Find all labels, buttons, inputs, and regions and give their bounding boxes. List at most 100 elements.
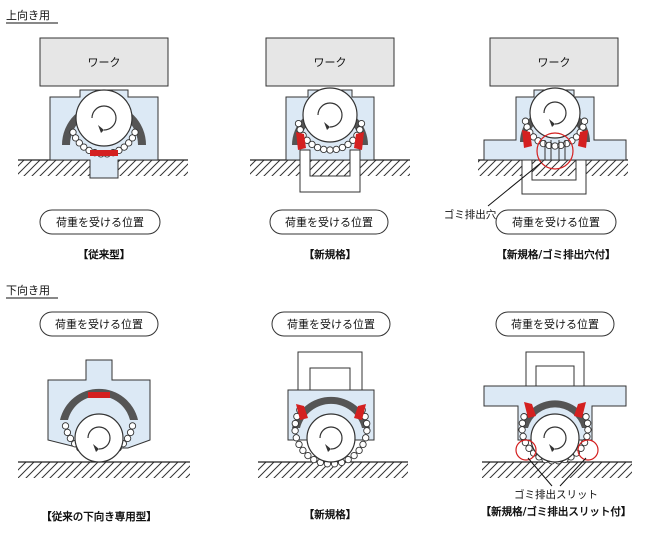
- small-ball: [126, 428, 135, 437]
- main-ball: [302, 87, 358, 143]
- diagram-bottom-left: 荷重を受ける位置 【従来の下向き専用型】: [18, 311, 190, 523]
- small-ball: [583, 419, 592, 427]
- ground-hatch: [258, 462, 408, 478]
- ground-hatch: [18, 462, 190, 478]
- small-ball: [520, 413, 528, 421]
- small-ball: [521, 438, 530, 447]
- small-ball: [580, 117, 589, 125]
- housing: [47, 359, 151, 449]
- diagram-top-right: ワーク ゴミ排出穴 荷重を受ける位置 【新規格/ゴミ排出穴付】: [444, 37, 628, 261]
- small-ball: [363, 427, 371, 435]
- retainer-ring: [520, 400, 590, 428]
- small-ball: [518, 426, 526, 434]
- small-ball: [128, 422, 137, 430]
- small-ball: [518, 419, 527, 427]
- dust-slit-highlight: [577, 439, 599, 461]
- load-position-label-box: [271, 311, 391, 337]
- load-position-label: 荷重を受ける位置: [55, 317, 143, 331]
- load-point-marker: [354, 404, 366, 420]
- retainer-ring: [60, 388, 138, 420]
- small-ball: [310, 455, 318, 464]
- small-ball: [320, 145, 328, 154]
- load-point-marker: [354, 132, 364, 150]
- load-point-marker: [90, 150, 118, 156]
- small-ball: [338, 143, 347, 152]
- small-ball: [584, 426, 592, 434]
- work-box: [39, 37, 169, 87]
- small-ball: [120, 143, 128, 151]
- small-ball: [356, 126, 364, 134]
- section-title-upward: 上向き用: [6, 8, 50, 22]
- main-ball: [529, 87, 581, 139]
- load-position-label-box: [39, 209, 161, 235]
- small-ball: [551, 142, 559, 150]
- leader-line: [559, 457, 587, 487]
- small-ball: [362, 434, 370, 442]
- load-position-label: 荷重を受ける位置: [56, 215, 144, 229]
- load-position-label: 荷重を受ける位置: [512, 215, 600, 229]
- load-position-label-box: [495, 311, 615, 337]
- ground-hatch: [250, 160, 410, 176]
- small-ball: [123, 434, 132, 443]
- mounting-bracket: [297, 351, 363, 391]
- caption-new-standard: 【新規格】: [304, 248, 357, 261]
- rotation-arrowhead-icon: [325, 444, 331, 452]
- ground-hatch: [482, 462, 632, 478]
- small-ball: [66, 434, 75, 443]
- main-ball: [306, 413, 356, 463]
- dust-slit-highlight: [515, 439, 537, 461]
- load-position-label-box: [269, 209, 389, 235]
- work-label: ワーク: [538, 56, 571, 69]
- rotation-arrowhead-icon: [93, 444, 99, 452]
- small-ball: [357, 119, 366, 128]
- work-box: [265, 37, 395, 87]
- small-ball: [326, 146, 334, 154]
- small-ball: [583, 432, 591, 441]
- small-ball: [125, 139, 133, 147]
- small-ball: [71, 134, 80, 142]
- small-ball: [299, 446, 307, 455]
- small-ball: [355, 446, 363, 455]
- caption-conventional-downward: 【従来の下向き専用型】: [41, 510, 157, 523]
- dust-hole-highlight: [536, 132, 574, 170]
- housing: [483, 385, 627, 441]
- small-ball: [80, 143, 88, 151]
- small-ball: [344, 140, 352, 149]
- small-ball: [75, 139, 83, 147]
- small-ball: [350, 451, 358, 460]
- caption-conventional: 【従来型】: [78, 248, 131, 261]
- main-ball: [75, 89, 133, 147]
- small-ball: [313, 143, 322, 152]
- mounting-bracket: [299, 149, 361, 193]
- small-ball: [292, 434, 300, 442]
- diagram-bottom-right: 荷重を受ける位置 ゴミ排出スリット 【新規格/ゴミ排出スリット付】: [481, 311, 632, 518]
- diagram-bottom-mid: 荷重を受ける位置 【新規格】: [258, 311, 408, 521]
- caption-new-standard-dust-slit: 【新規格/ゴミ排出スリット付】: [481, 505, 632, 518]
- caption-new-standard-downward: 【新規格】: [304, 508, 357, 521]
- work-label: ワーク: [88, 56, 121, 69]
- dust-slit-note: ゴミ排出スリット: [514, 488, 598, 501]
- small-ball: [291, 419, 299, 428]
- main-ball: [530, 413, 580, 463]
- dust-hole-note: ゴミ排出穴: [444, 208, 497, 221]
- small-ball: [332, 145, 340, 154]
- caption-new-standard-dust-hole: 【新規格/ゴミ排出穴付】: [496, 248, 615, 261]
- main-ball: [74, 413, 124, 463]
- small-ball: [363, 419, 371, 428]
- rotation-arrowhead-icon: [549, 444, 555, 452]
- small-ball: [61, 422, 70, 430]
- rotation-arrowhead-icon: [98, 125, 104, 133]
- small-ball: [63, 428, 72, 437]
- load-point-marker: [296, 132, 306, 150]
- section-title-downward: 下向き用: [6, 283, 50, 297]
- rotation-arrowhead-icon: [324, 122, 330, 130]
- mounting-bracket: [525, 351, 585, 387]
- small-ball: [519, 432, 527, 441]
- rotation-arrow-icon: [543, 101, 567, 125]
- small-ball: [582, 413, 590, 421]
- retainer-ring: [292, 396, 370, 428]
- small-ball: [294, 119, 303, 128]
- load-position-label-box: [495, 209, 617, 235]
- load-position-label: 荷重を受ける位置: [511, 317, 599, 331]
- small-ball: [359, 440, 367, 449]
